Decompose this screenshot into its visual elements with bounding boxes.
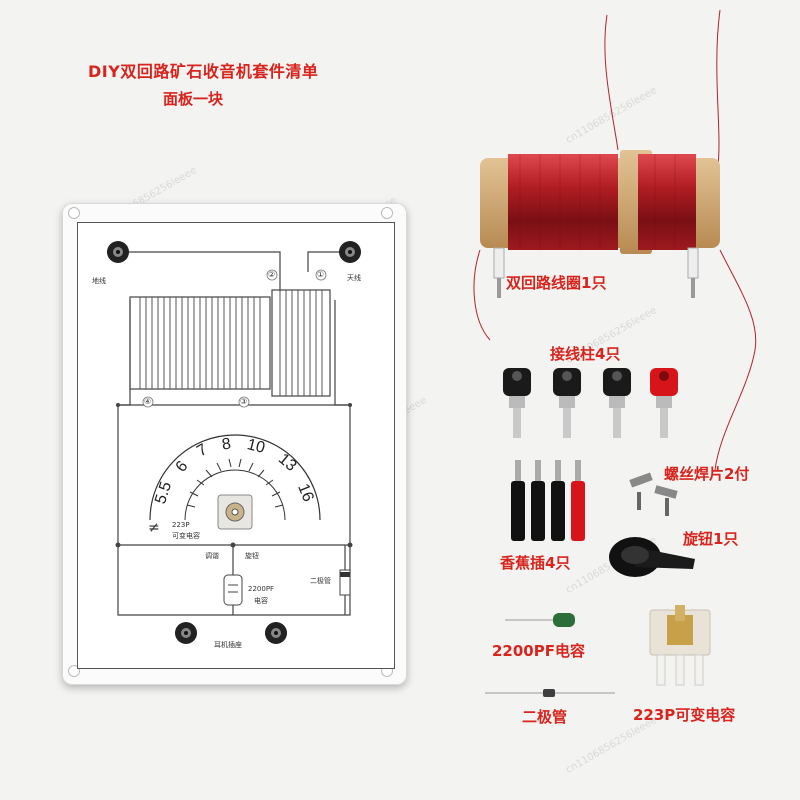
diode-label: 二极管 xyxy=(522,708,568,726)
double-coil xyxy=(480,150,720,298)
solder-lugs xyxy=(629,472,678,516)
posts-label: 接线柱4只 xyxy=(550,345,621,363)
binding-posts xyxy=(503,368,678,438)
marker-3: ③ xyxy=(240,397,248,406)
page-title: DIY双回路矿石收音机套件清单 xyxy=(88,62,319,81)
screw-hole xyxy=(381,207,393,219)
knob-part-label: 旋钮1只 xyxy=(683,530,739,548)
capacitor-2200pf xyxy=(505,613,575,627)
ground-label: 地线 xyxy=(92,277,106,285)
antenna-label: 天线 xyxy=(347,274,361,282)
tuning-knob xyxy=(609,537,695,577)
diode xyxy=(485,689,615,697)
screw-hole xyxy=(68,207,80,219)
earphone-jack-label: 耳机插座 xyxy=(214,641,242,649)
banana-plugs-label: 香蕉插4只 xyxy=(500,554,571,572)
solder-lugs-label: 螺丝焊片2付 xyxy=(664,465,750,483)
marker-4: ④ xyxy=(144,397,152,406)
cap-2200pf-value: 2200PF xyxy=(248,585,275,593)
page-subtitle: 面板一块 xyxy=(163,90,224,108)
diode-panel-label: 二极管 xyxy=(310,577,331,585)
cap-2200pf-name: 电容 xyxy=(254,597,268,605)
variable-capacitor xyxy=(649,605,711,686)
capacitor-2200pf-label: 2200PF电容 xyxy=(492,642,585,660)
marker-1: ① xyxy=(317,270,325,279)
variable-cap-label: 223P可变电容 xyxy=(633,706,736,724)
variable-cap-symbol: ≠ xyxy=(148,520,160,536)
cap-223p-value: 223P xyxy=(172,521,190,529)
cap-223p-name: 可变电容 xyxy=(172,532,200,540)
marker-2: ② xyxy=(268,270,276,279)
banana-plugs xyxy=(511,460,585,541)
coil-label: 双回路线圈1只 xyxy=(506,274,607,292)
tuning-label: 调谐 xyxy=(205,552,219,560)
knob-label: 旋钮 xyxy=(245,552,259,560)
